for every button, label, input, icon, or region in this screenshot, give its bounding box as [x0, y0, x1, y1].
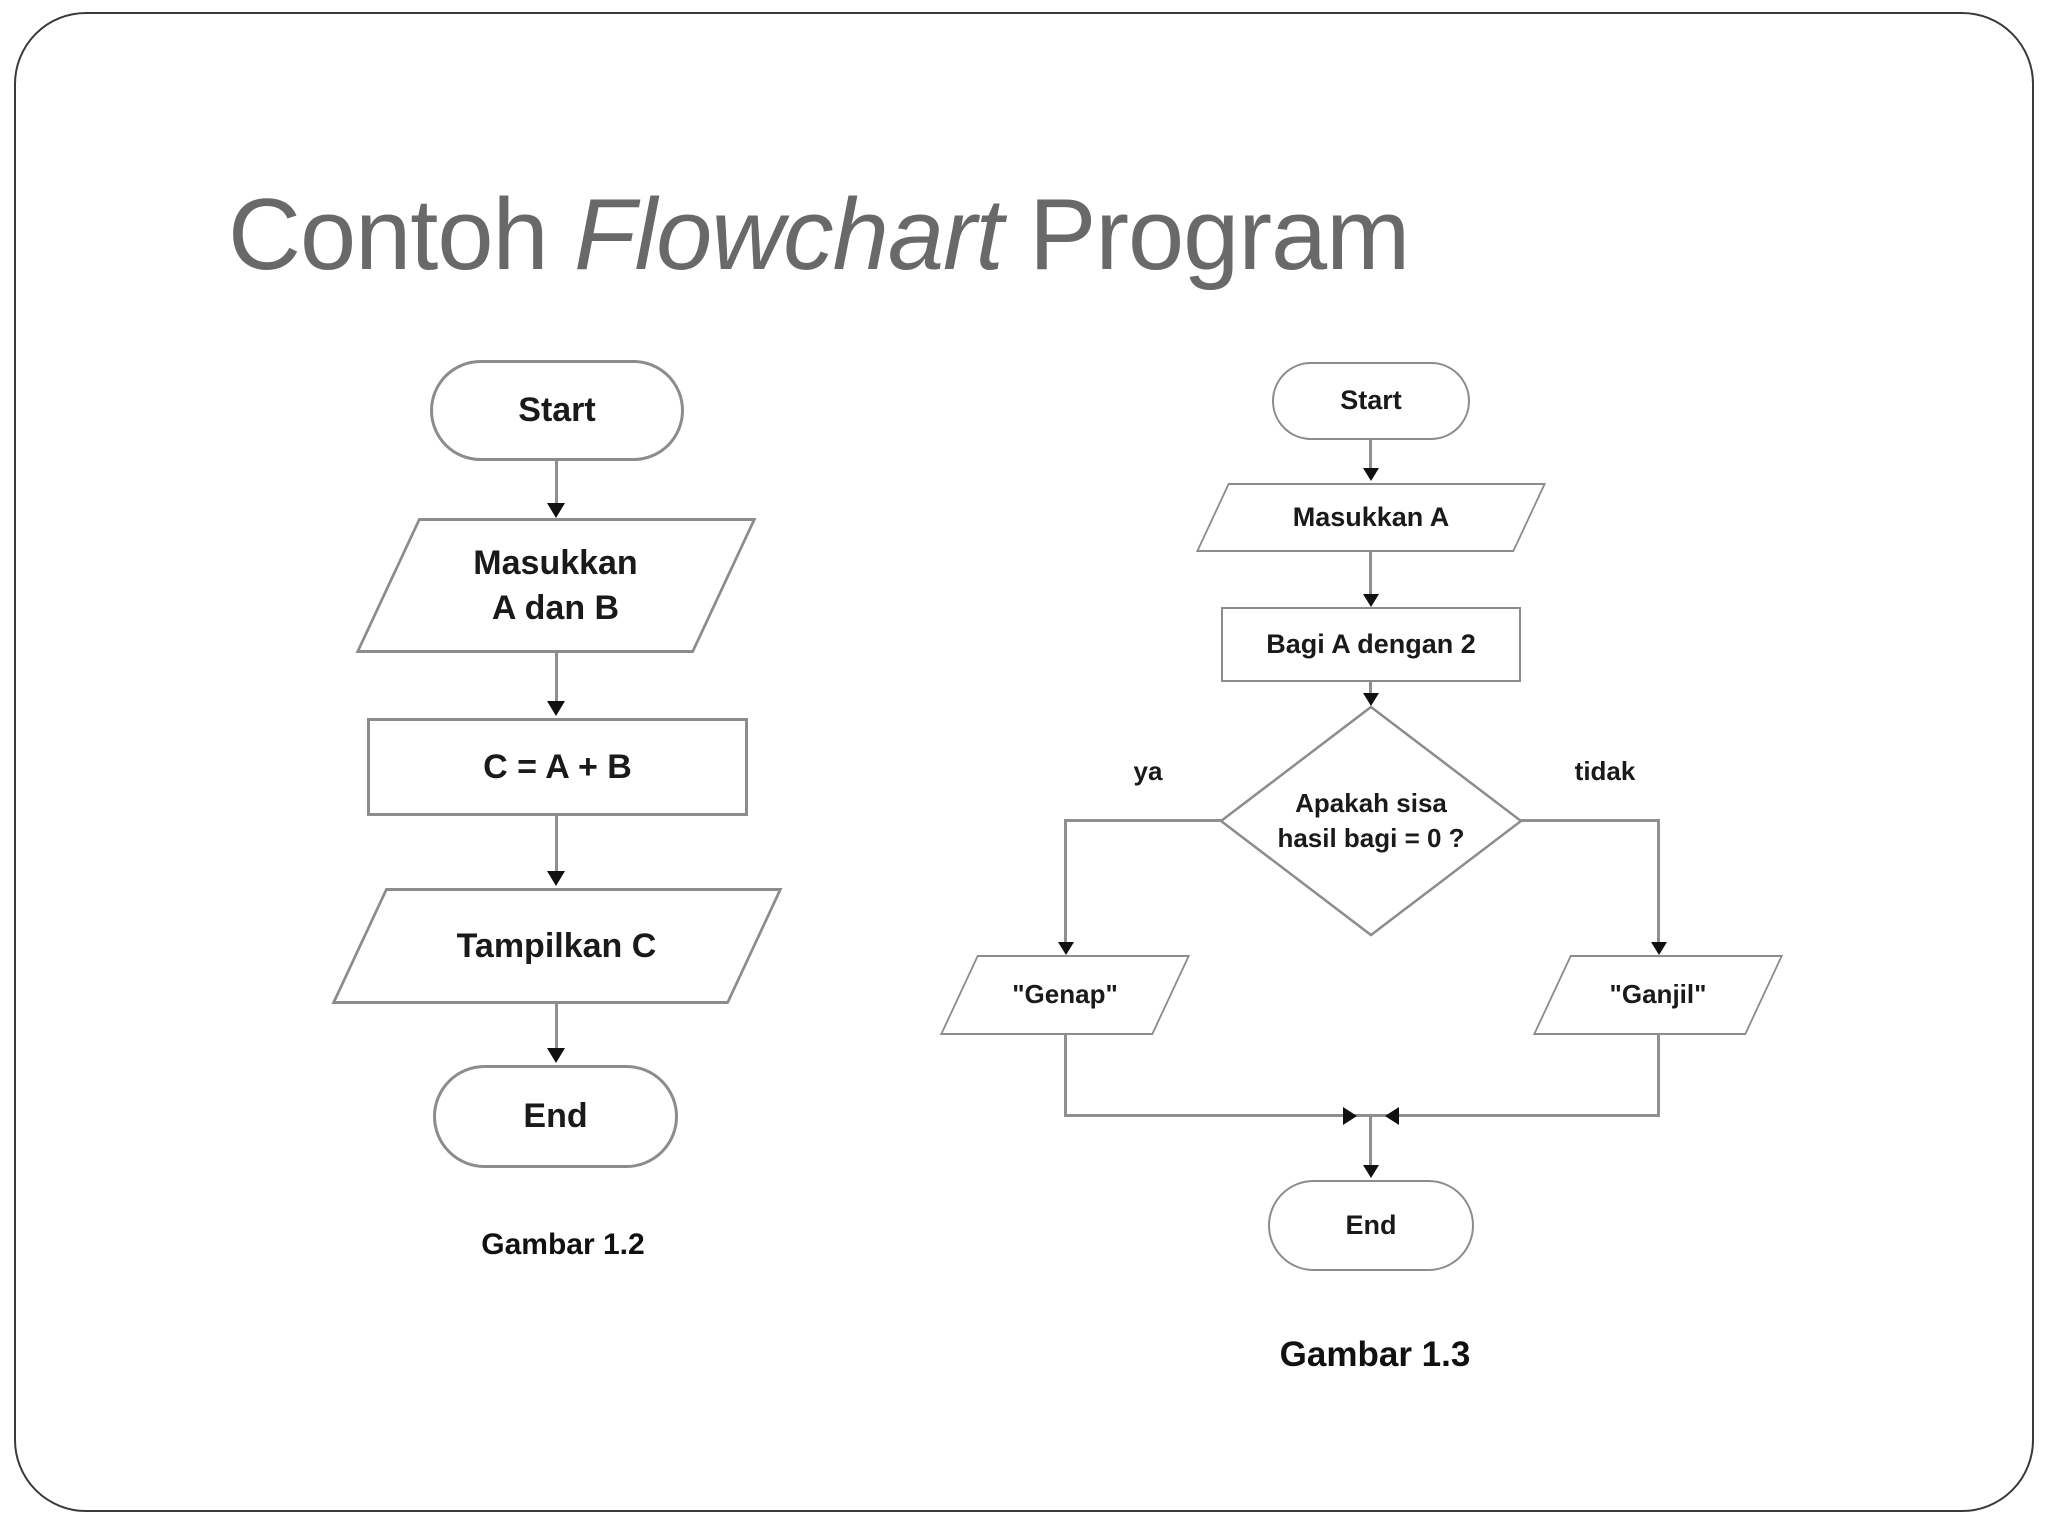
- arrowhead-right-end: [1363, 1165, 1379, 1178]
- left-output-label: Tampilkan C: [331, 888, 782, 1004]
- left-caption: Gambar 1.2: [481, 1228, 645, 1261]
- right-output-even-line1: "Genap": [1012, 979, 1118, 1010]
- connector-branch-yes-v: [1064, 819, 1067, 943]
- title-part-1: Contoh: [228, 179, 549, 291]
- connector-branch-no-v: [1657, 819, 1660, 943]
- right-output-odd-parallelogram: "Ganjil": [1532, 955, 1784, 1035]
- connector-left-4: [555, 1004, 558, 1049]
- title-part-2: Program: [1028, 179, 1410, 291]
- connector-right-2: [1369, 552, 1372, 595]
- arrowhead-left-1: [547, 503, 565, 518]
- right-process-label: Bagi A dengan 2: [1266, 628, 1476, 659]
- arrowhead-right-2: [1363, 594, 1379, 607]
- slide-frame-border: [14, 12, 2034, 1512]
- connector-right-3: [1369, 682, 1372, 694]
- right-input-parallelogram: Masukkan A: [1195, 483, 1547, 552]
- connector-branch-yes-h: [1064, 819, 1222, 822]
- right-output-even-label: "Genap": [940, 955, 1190, 1035]
- decision-diamond-shape: [1219, 705, 1523, 937]
- arrowhead-merge-right: [1343, 1107, 1357, 1125]
- connector-branch-no-h: [1521, 819, 1660, 822]
- left-start-label: Start: [518, 391, 596, 430]
- left-output-line1: Tampilkan C: [456, 926, 657, 965]
- right-end-terminator: End: [1268, 1180, 1474, 1271]
- right-output-even-parallelogram: "Genap": [939, 955, 1191, 1035]
- right-start-terminator: Start: [1272, 362, 1470, 440]
- branch-label-yes: ya: [1133, 756, 1163, 786]
- connector-left-2: [555, 653, 558, 702]
- arrowhead-branch-yes: [1058, 942, 1074, 955]
- left-process-rect: C = A + B: [367, 718, 748, 816]
- title-part-italic: Flowchart: [573, 179, 1004, 291]
- right-output-odd-label: "Ganjil": [1533, 955, 1783, 1035]
- arrowhead-left-4: [547, 1048, 565, 1063]
- right-decision-label: Apakah sisa hasil bagi = 0 ?: [1219, 705, 1523, 937]
- left-input-label: Masukkan A dan B: [355, 518, 756, 653]
- right-input-label: Masukkan A: [1196, 483, 1546, 552]
- left-input-parallelogram: Masukkan A dan B: [355, 518, 756, 653]
- right-output-odd-line1: "Ganjil": [1609, 979, 1707, 1010]
- connector-merge-left-v: [1064, 1035, 1067, 1117]
- right-decision-diamond: Apakah sisa hasil bagi = 0 ?: [1219, 705, 1523, 937]
- left-input-line2: A dan B: [491, 588, 620, 627]
- right-end-label: End: [1345, 1209, 1397, 1240]
- arrowhead-right-3: [1363, 693, 1379, 706]
- connector-merge-h: [1064, 1114, 1660, 1117]
- left-output-parallelogram: Tampilkan C: [330, 888, 783, 1004]
- right-decision-line2: hasil bagi = 0 ?: [1277, 823, 1465, 853]
- arrowhead-left-3: [547, 871, 565, 886]
- connector-merge-right-v: [1657, 1035, 1660, 1117]
- arrowhead-left-2: [547, 701, 565, 716]
- right-start-label: Start: [1340, 385, 1402, 416]
- left-start-terminator: Start: [430, 360, 684, 461]
- arrowhead-merge-left: [1385, 1107, 1399, 1125]
- left-process-label: C = A + B: [483, 747, 632, 786]
- arrowhead-branch-no: [1651, 942, 1667, 955]
- connector-right-end: [1369, 1117, 1372, 1166]
- branch-label-no: tidak: [1574, 756, 1636, 786]
- connector-left-1: [555, 461, 558, 506]
- right-input-line1: Masukkan A: [1292, 501, 1450, 532]
- left-end-label: End: [523, 1097, 588, 1136]
- left-end-terminator: End: [433, 1065, 678, 1168]
- right-caption: Gambar 1.3: [1279, 1335, 1471, 1374]
- right-decision-line1: Apakah sisa: [1295, 787, 1447, 818]
- connector-right-1: [1369, 440, 1372, 469]
- left-input-line1: Masukkan: [473, 544, 638, 583]
- arrowhead-right-1: [1363, 468, 1379, 481]
- connector-left-3: [555, 816, 558, 872]
- right-process-rect: Bagi A dengan 2: [1221, 607, 1521, 682]
